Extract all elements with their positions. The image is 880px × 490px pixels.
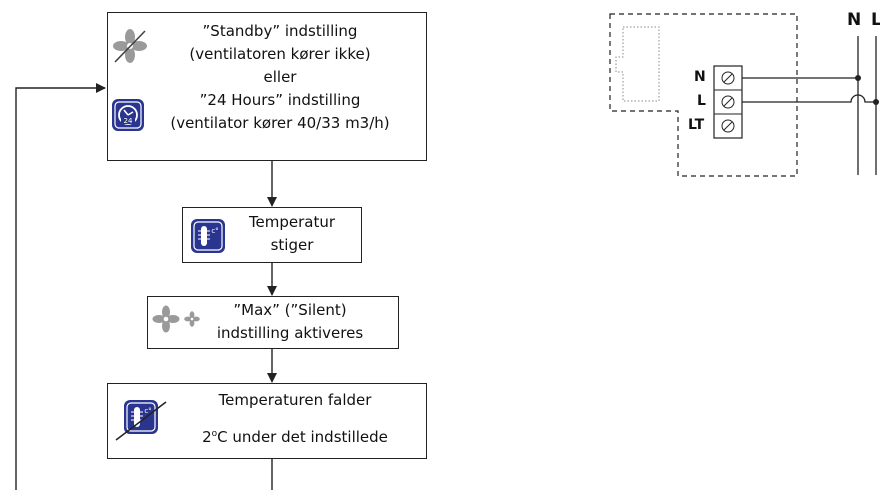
step-standby-box — [107, 12, 427, 161]
max-mode-line2: indstilling aktiveres — [216, 324, 364, 342]
terminal-screw-icon — [721, 71, 735, 133]
max-mode-line1: ”Max” (”Silent) — [233, 301, 347, 319]
clock-24-icon: 24 — [112, 99, 144, 131]
supply-l-label: L — [871, 10, 880, 30]
feedback-loop-line — [15, 83, 106, 490]
pcb-outline — [615, 26, 660, 102]
temp-rises-line1: Temperatur — [248, 213, 336, 231]
temp-falls-line1: Temperaturen falder — [218, 391, 372, 409]
svg-text:24: 24 — [124, 117, 133, 125]
svg-text:c°: c° — [144, 407, 151, 415]
temp-falls-degree-sign: o — [211, 429, 218, 439]
temp-falls-rest: C under det indstillede — [217, 428, 388, 446]
temp-rises-line2: stiger — [270, 236, 314, 254]
l-junction — [873, 99, 879, 105]
fan-large-icon — [152, 305, 180, 333]
fan-crossed-icon — [113, 29, 147, 63]
n-junction — [855, 75, 861, 81]
terminal-l-label: L — [697, 93, 706, 109]
step-temp-falls-box — [107, 383, 427, 459]
terminal-n-label: N — [694, 69, 706, 85]
24hours-description: (ventilator kører 40/33 m3/h) — [170, 114, 390, 132]
thermometer-celsius-icon: c° — [191, 219, 225, 253]
standby-label: ”Standby” indstilling — [202, 22, 358, 40]
supply-n-label: N — [847, 10, 862, 30]
thermometer-crossed-icon: c° — [115, 400, 167, 441]
l-connection-wire — [742, 94, 876, 103]
terminal-lt-label: LT — [688, 117, 705, 133]
standby-description: (ventilatoren kører ikke) — [189, 45, 371, 63]
fan-small-icon — [184, 311, 200, 327]
step-max-box — [147, 296, 399, 349]
temp-falls-degree: 2 — [202, 428, 212, 446]
or-label: eller — [263, 68, 297, 86]
temp-falls-line2: 2oC under det indstillede — [175, 428, 415, 447]
terminal-block — [713, 65, 743, 139]
svg-text:c°: c° — [211, 227, 218, 235]
24hours-label: ”24 Hours” indstilling — [199, 91, 361, 109]
